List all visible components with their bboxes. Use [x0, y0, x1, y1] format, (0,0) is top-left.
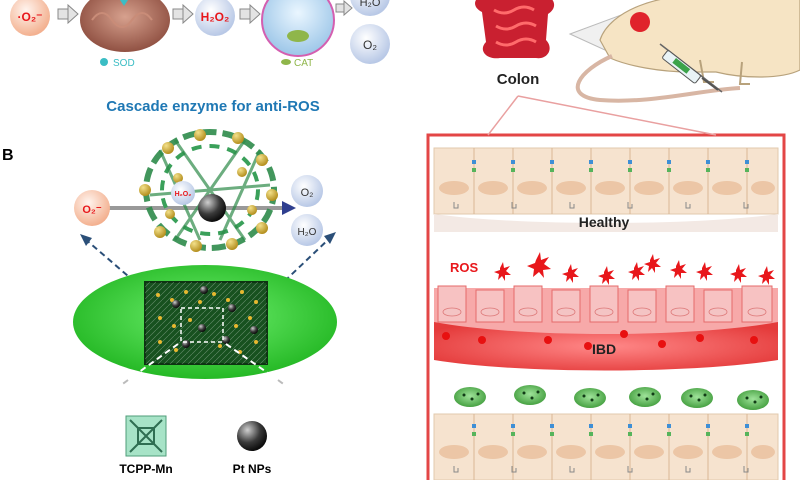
h2o-partial-label: H₂O [360, 0, 381, 9]
capsule-cross-section [144, 281, 268, 365]
pt-nanoparticle-center [198, 194, 226, 222]
cat-legend-label: CAT [294, 58, 313, 69]
sod-legend-label: SOD [113, 58, 135, 69]
syringe-icon [659, 43, 723, 93]
h2o2-label: H₂O₂ [201, 10, 230, 24]
frame-zoom-lines [487, 95, 717, 136]
h2o2-intermediate-label: H₂O₂ [175, 191, 192, 198]
healthy-label: Healthy [579, 214, 630, 230]
pt-legend-label: Pt NPs [233, 462, 272, 476]
cat-enzyme-mark [287, 30, 309, 42]
sod-enzyme-mark [120, 0, 128, 6]
colon-label: Colon [497, 71, 540, 88]
sod-legend-dot [100, 58, 108, 66]
healthy-tissue [433, 147, 779, 232]
cascade-title: Cascade enzyme for anti-ROS [106, 98, 319, 115]
pt-legend-icon [237, 421, 267, 451]
h2o2-bubble [195, 0, 235, 36]
h2o2-intermediate-bubble [171, 181, 195, 205]
ibd-tissue [434, 285, 778, 371]
superoxide-bubble [10, 0, 50, 36]
cat-legend-dot [281, 59, 291, 65]
gold-nodes [139, 129, 278, 252]
h2o-bubble-b [291, 214, 323, 246]
h2o-label-b: H₂O [298, 227, 317, 238]
arrow-2 [172, 3, 194, 25]
ibd-label: IBD [592, 341, 616, 357]
o2-bubble-b [291, 175, 323, 207]
arrow-4 [335, 0, 353, 17]
h2o-bubble-top [350, 0, 390, 16]
superoxide-label-b: O₂⁻ [82, 204, 101, 216]
mitochondrion-cristae [91, 12, 153, 28]
arrow-1 [57, 3, 79, 25]
o2-bubble-top [350, 24, 390, 64]
superoxide-label: ·O₂⁻ [18, 10, 43, 24]
restored-tissue [433, 413, 779, 480]
arrow-3 [239, 3, 261, 25]
superoxide-bubble-b [74, 190, 110, 226]
peroxisome-cell [261, 0, 335, 57]
green-nanocapsules [454, 385, 769, 410]
colon-illustration [475, 0, 555, 59]
panel-b-label: B [2, 147, 14, 164]
ros-label: ROS [450, 260, 479, 275]
o2-label-b: O₂ [301, 187, 314, 199]
o2-label-top: O₂ [363, 38, 377, 52]
top-cascade-row: ·O₂⁻ H₂O₂ H₂O O₂ SOD CA [10, 0, 390, 69]
capsule-zoom-lines [119, 343, 287, 387]
tcpp-legend-icon [125, 415, 167, 457]
ros-particles [494, 252, 775, 285]
tcpp-legend-label: TCPP-Mn [119, 462, 172, 476]
mouse-illustration [575, 0, 800, 103]
